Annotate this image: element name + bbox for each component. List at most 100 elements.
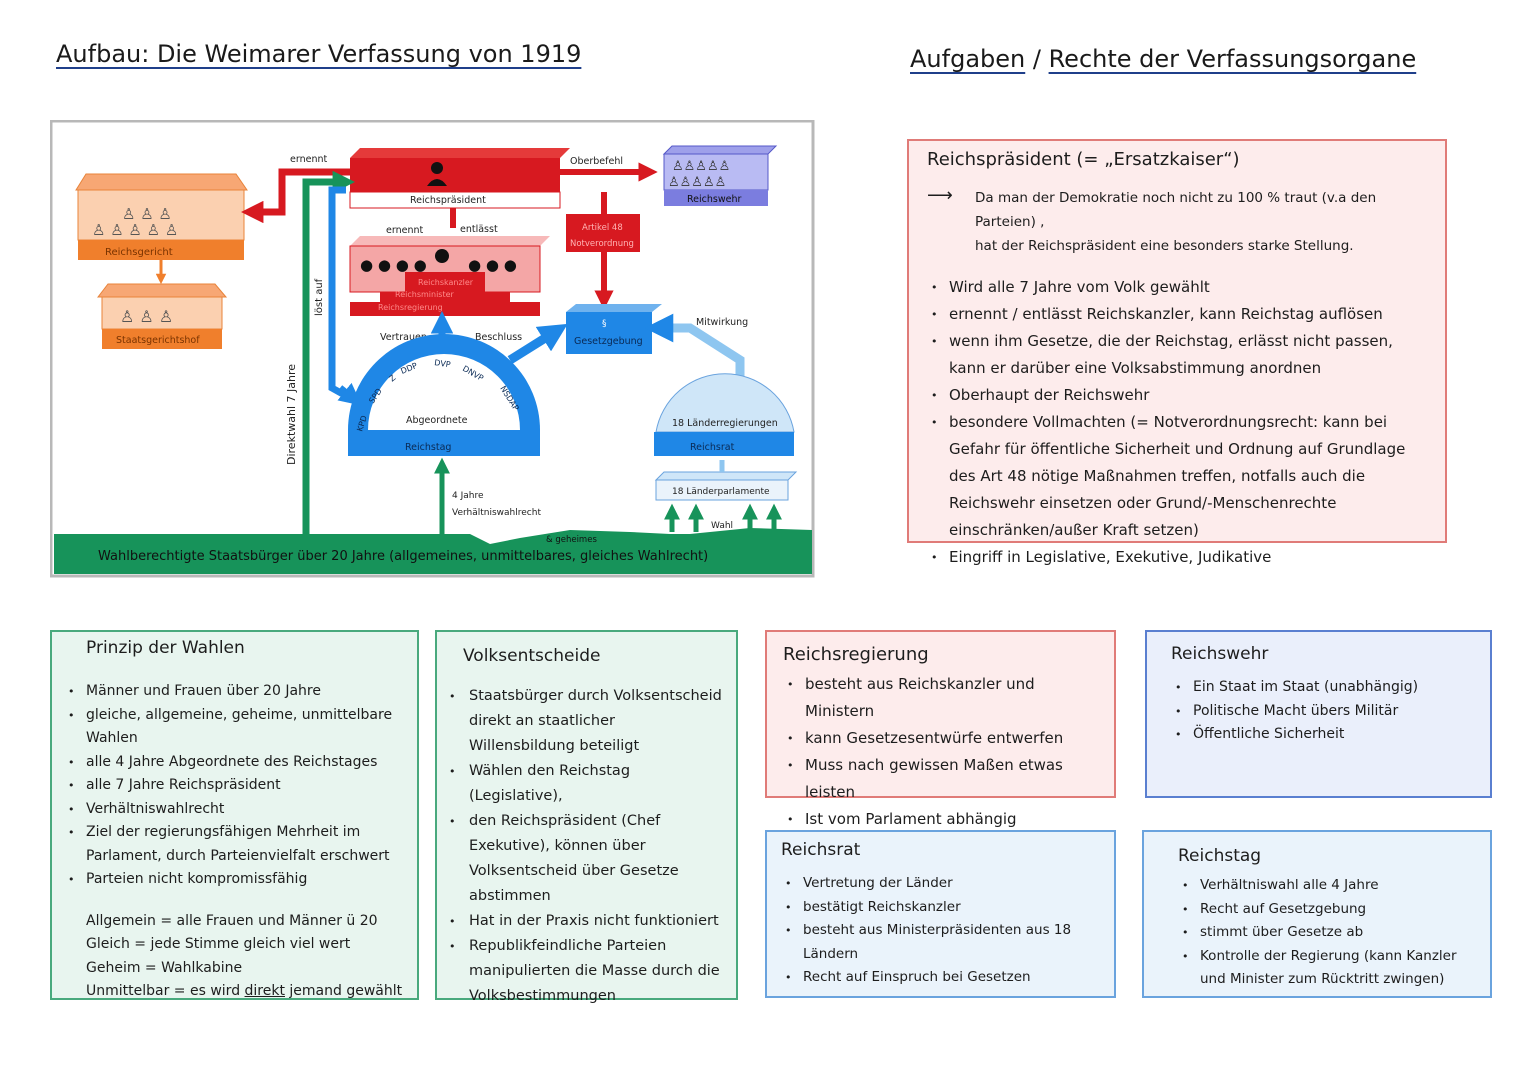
reichstag-list: Verhältniswahl alle 4 Jahre Recht auf Ge… <box>1178 874 1480 992</box>
list-item: Männer und Frauen über 20 Jahre <box>64 680 405 704</box>
list-item: besondere Vollmachten (= Notverordnungsr… <box>927 409 1419 544</box>
definition-line: Allgemein = alle Frauen und Männer ü 20 <box>86 912 378 929</box>
reichsregierung-list: besteht aus Reichskanzler und Ministern … <box>783 671 1102 833</box>
vier-jahre-label: 4 Jahre <box>452 491 484 501</box>
mitwirkung-label: Mitwirkung <box>696 317 748 328</box>
ernennt-top-label: ernennt <box>290 154 327 165</box>
list-item: kann Gesetzesentwürfe entwerfen <box>783 725 1102 752</box>
list-item: Ein Staat im Staat (unabhängig) <box>1171 676 1478 700</box>
list-item: Recht auf Gesetzgebung <box>1178 898 1480 922</box>
reichstag-heading: Reichstag <box>1178 846 1262 866</box>
definition-line: Geheim = Wahlkabine <box>86 959 243 976</box>
entlaesst-label: entlässt <box>460 224 498 235</box>
tasks-title: Aufgaben / Rechte der Verfassungsorgane <box>910 45 1416 73</box>
volksentscheide-list: Staatsbürger durch Volksentscheid direkt… <box>445 684 724 1009</box>
reichsrat-heading: Reichsrat <box>781 840 861 860</box>
list-item: Verhältniswahl alle 4 Jahre <box>1178 874 1480 898</box>
svg-text:● ● ●: ● ● ● <box>468 256 517 274</box>
reichsgericht-label: Reichsgericht <box>105 247 173 258</box>
constitution-diagram: Wahlberechtigte Staatsbürger über 20 Jah… <box>50 120 815 578</box>
list-item: besteht aus Ministerpräsidenten aus 18 L… <box>781 919 1106 966</box>
reichsgericht: ♙ ♙ ♙ ♙ ♙ ♙ ♙ ♙ Reichsgericht <box>75 173 248 260</box>
svg-text:♙ ♙ ♙: ♙ ♙ ♙ <box>122 205 172 223</box>
staatsgerichtshof-label: Staatsgerichtshof <box>116 335 200 346</box>
wahl-definitions: Allgemein = alle Frauen und Männer ü 20 … <box>86 910 405 1004</box>
list-item: Eingriff in Legislative, Exekutive, Judi… <box>927 544 1419 571</box>
oberbefehl-label: Oberbefehl <box>570 156 623 167</box>
list-item: Kontrolle der Regierung (kann Kanzler un… <box>1178 945 1480 992</box>
ernennt-label: ernennt <box>386 225 423 236</box>
list-item: Ist vom Parlament abhängig <box>783 806 1102 833</box>
wahlen-list: Männer und Frauen über 20 Jahre gleiche,… <box>64 680 405 892</box>
voters-label: Wahlberechtigte Staatsbürger über 20 Jah… <box>98 549 708 564</box>
reichsminister-label: Reichsminister <box>395 290 455 299</box>
intro-line-2: hat der Reichspräsident eine besonders s… <box>975 238 1354 254</box>
artikel48: Artikel 48 Notverordnung <box>566 214 640 252</box>
svg-text:● ● ● ●: ● ● ● ● <box>360 256 427 274</box>
reichspraesident-box: Reichspräsident (= „Ersatzkaiser“) ⟶ Da … <box>907 139 1447 571</box>
list-item: bestätigt Reichskanzler <box>781 896 1106 920</box>
reichsregierung: ● ● ● ● ● ● ● Reichskanzler Reichsminist… <box>349 236 550 316</box>
direktwahl-arrow <box>302 170 355 534</box>
reichswehr-label: Reichswehr <box>687 194 741 205</box>
laenderparlamente: 18 Länderparlamente <box>654 471 798 501</box>
arrow-right-icon: ⟶ <box>927 185 953 206</box>
reichspraesident-heading: Reichspräsident (= „Ersatzkaiser“) <box>927 149 1240 170</box>
verhaeltniswahlrecht-label: Verhältniswahlrecht <box>452 508 541 518</box>
list-item: Republikfeindliche Parteien manipulierte… <box>445 934 724 1009</box>
list-item: Staatsbürger durch Volksentscheid direkt… <box>445 684 724 759</box>
list-item: Parteien nicht kompromissfähig <box>64 868 405 892</box>
reichspraesident-list: Wird alle 7 Jahre vom Volk gewählt ernen… <box>927 274 1427 571</box>
reichswehr-list: Ein Staat im Staat (unabhängig) Politisc… <box>1171 676 1478 747</box>
svg-text:♙ ♙ ♙ ♙ ♙: ♙ ♙ ♙ ♙ ♙ <box>92 221 178 239</box>
list-item: den Reichspräsident (Chef Exekutive), kö… <box>445 809 724 909</box>
staatsgerichtshof: ♙ ♙ ♙ Staatsgerichtshof <box>96 283 228 349</box>
list-item: Muss nach gewissen Maßen etwas leisten <box>783 752 1102 806</box>
abgeordnete-label: Abgeordnete <box>406 415 468 426</box>
list-item: alle 7 Jahre Reichspräsident <box>64 774 405 798</box>
geheimes-label: & geheimes <box>546 535 597 545</box>
list-item: wenn ihm Gesetze, die der Reichstag, erl… <box>927 328 1419 382</box>
intro-note: ⟶ Da man der Demokratie noch nicht zu 10… <box>927 185 1427 258</box>
reichsrat: 18 Länderregierungen Reichsrat <box>654 373 795 456</box>
list-item: Recht auf Einspruch bei Gesetzen <box>781 966 1106 990</box>
wahlen-heading: Prinzip der Wahlen <box>86 638 245 658</box>
gesetzgebung: § Gesetzgebung <box>566 304 662 354</box>
voters-band <box>54 528 812 574</box>
reichsregierung-heading: Reichsregierung <box>783 644 929 665</box>
gesetzgebung-label: Gesetzgebung <box>574 336 643 347</box>
party-label: DVP <box>434 358 452 369</box>
svg-text:♙♙♙♙♙: ♙♙♙♙♙ <box>668 175 726 190</box>
reichsregierung-box: Reichsregierung besteht aus Reichskanzle… <box>765 630 1116 833</box>
reichswehr: ♙♙♙♙♙ ♙♙♙♙♙ Reichswehr <box>662 145 778 206</box>
wahl-label: Wahl <box>711 521 733 531</box>
list-item: Wählen den Reichstag (Legislative), <box>445 759 724 809</box>
laenderregierungen-label: 18 Länderregierungen <box>672 418 778 429</box>
definition-line: Unmittelbar = es wird direkt jemand gewä… <box>86 983 403 999</box>
loest-auf-label: löst auf <box>314 278 325 316</box>
tasks-title-part2: Rechte der Verfassungsorgane <box>1048 45 1417 73</box>
definition-line: Gleich = jede Stimme gleich viel wert <box>86 936 351 952</box>
reichsrat-list: Vertretung der Länder bestätigt Reichska… <box>781 872 1106 990</box>
beschluss-arrow <box>507 323 568 364</box>
vertrauen-label: Vertrauen <box>380 332 427 343</box>
reichstag: Abgeordnete Reichstag <box>348 334 540 456</box>
svg-text:♙ ♙ ♙: ♙ ♙ ♙ <box>120 307 173 326</box>
list-item: Hat in der Praxis nicht funktioniert <box>445 909 724 934</box>
reichsrat-label: Reichsrat <box>690 442 735 453</box>
gesetzgebung-symbol: § <box>602 319 607 329</box>
wahlen-box: Prinzip der Wahlen Männer und Frauen übe… <box>50 630 419 1000</box>
loest-auf-arrowhead <box>337 382 362 406</box>
list-item: Vertretung der Länder <box>781 872 1106 896</box>
list-item: besteht aus Reichskanzler und Ministern <box>783 671 1102 725</box>
reichspraesident: Reichspräsident <box>349 148 570 209</box>
list-item: stimmt über Gesetze ab <box>1178 921 1480 945</box>
list-item: Politische Macht übers Militär <box>1171 700 1478 724</box>
laenderparlamente-label: 18 Länderparlamente <box>672 487 770 497</box>
reichstag-label: Reichstag <box>405 442 451 453</box>
reichswehr-heading: Reichswehr <box>1171 644 1269 664</box>
reichsregierung-label: Reichsregierung <box>378 303 443 312</box>
reichspraesident-label: Reichspräsident <box>410 195 486 206</box>
reichswehr-box: Reichswehr Ein Staat im Staat (unabhängi… <box>1145 630 1492 798</box>
party-label: Z <box>388 373 398 384</box>
